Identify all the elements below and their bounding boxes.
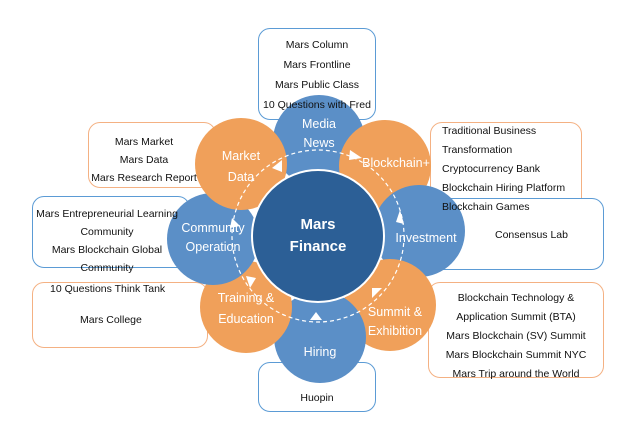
summit-exhibition-item: Mars Trip around the World bbox=[452, 368, 580, 380]
hiring-items: Huopin bbox=[258, 392, 376, 405]
summit-exhibition-item: Application Summit (BTA) bbox=[456, 311, 576, 323]
summit-exhibition-items: Blockchain Technology & Application Summ… bbox=[436, 289, 596, 384]
community-operation-petal bbox=[167, 193, 259, 285]
investment-petal bbox=[373, 185, 465, 277]
investment-label: Investment bbox=[395, 231, 457, 245]
blockchain-plus-label: Blockchain+ bbox=[362, 156, 430, 170]
summit-exhibition-label-2: Exhibition bbox=[368, 324, 422, 338]
community-operation-label-2: Operation bbox=[186, 240, 241, 254]
media-news-label-1: Media bbox=[302, 117, 336, 131]
media-news-item: Mars Public Class bbox=[274, 79, 360, 91]
market-data-petal bbox=[195, 118, 287, 210]
media-news-items: Mars Column Mars Frontline Mars Public C… bbox=[258, 35, 376, 115]
community-operation-label-1: Community bbox=[181, 221, 245, 235]
investment-items: Consensus Lab bbox=[495, 229, 568, 242]
market-data-label-2: Data bbox=[228, 170, 254, 184]
cycle-arrow bbox=[372, 288, 382, 298]
cycle-ring bbox=[231, 149, 405, 323]
blockchain-plus-item: Traditional Business bbox=[442, 125, 537, 137]
market-data-item: Mars Research Report bbox=[91, 172, 197, 184]
market-data-item: Mars Data bbox=[119, 154, 169, 166]
training-education-items: 10 Questions Think Tank bbox=[50, 283, 165, 296]
cycle-arrow bbox=[246, 276, 256, 288]
summit-exhibition-item: Mars Blockchain Summit NYC bbox=[445, 349, 587, 361]
hiring-petal bbox=[274, 291, 366, 383]
training-education-label-1: Training & bbox=[218, 291, 275, 305]
hiring-label: Hiring bbox=[304, 345, 337, 359]
training-education-box bbox=[32, 282, 208, 348]
center-line-1: Mars bbox=[300, 216, 335, 233]
community-operation-item: Mars Blockchain Global bbox=[51, 244, 163, 256]
summit-exhibition-label-1: Summit & bbox=[368, 305, 423, 319]
cycle-arrow bbox=[272, 160, 282, 172]
cycle-arrow bbox=[349, 150, 362, 160]
blockchain-plus-items: Traditional Business Transformation Cryp… bbox=[442, 122, 565, 217]
training-education-label-2: Education bbox=[218, 312, 274, 326]
market-data-label-1: Market bbox=[222, 149, 261, 163]
media-news-item: 10 Questions with Fred bbox=[263, 99, 371, 111]
community-operation-box bbox=[32, 196, 190, 268]
media-news-item: Mars Column bbox=[285, 39, 349, 51]
summit-exhibition-item: Blockchain Technology & bbox=[457, 292, 575, 304]
community-operation-item: Mars Entrepreneurial Learning bbox=[36, 208, 178, 220]
blockchain-plus-item: Cryptocurrency Bank bbox=[442, 163, 541, 175]
cycle-arrow bbox=[396, 210, 404, 224]
training-education-item: 10 Questions Think Tank bbox=[50, 283, 166, 295]
blockchain-plus-item: Transformation bbox=[442, 144, 513, 156]
petal-circles bbox=[167, 95, 465, 383]
hiring-item: Huopin bbox=[300, 392, 334, 404]
training-education-item: Mars College bbox=[80, 314, 142, 326]
center-line-2: Finance bbox=[290, 238, 347, 255]
investment-item: Consensus Lab bbox=[495, 229, 568, 241]
training-education-petal bbox=[200, 261, 292, 353]
summit-exhibition-item: Mars Blockchain (SV) Summit bbox=[446, 330, 586, 342]
center-circle bbox=[251, 169, 385, 303]
summit-exhibition-petal bbox=[344, 259, 436, 351]
community-operation-items: Mars Entrepreneurial Learning Community … bbox=[32, 205, 182, 277]
community-operation-item: Community bbox=[80, 262, 134, 274]
cycle-arrows bbox=[230, 150, 404, 320]
blockchain-plus-item: Blockchain Games bbox=[442, 201, 530, 213]
community-operation-item: Community bbox=[80, 226, 134, 238]
media-news-item: Mars Frontline bbox=[283, 59, 351, 71]
market-data-items: Mars Market Mars Data Mars Research Repo… bbox=[84, 133, 204, 187]
blockchain-plus-item: Blockchain Hiring Platform bbox=[442, 182, 566, 194]
market-data-box bbox=[88, 122, 216, 188]
media-news-label-2: News bbox=[303, 136, 334, 150]
market-data-item: Mars Market bbox=[114, 136, 174, 148]
cycle-arrow bbox=[230, 218, 240, 228]
training-education-items-2: Mars College bbox=[80, 314, 142, 327]
cycle-arrow bbox=[310, 312, 322, 320]
